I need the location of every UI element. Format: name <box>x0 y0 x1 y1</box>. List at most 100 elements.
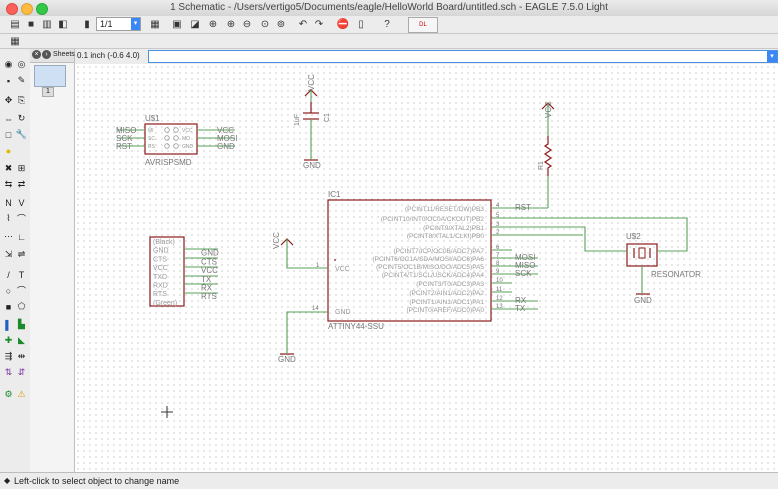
chevron-down-icon[interactable]: ▾ <box>767 51 777 62</box>
layer-settings-icon[interactable]: ▦ <box>150 18 160 30</box>
minimize-window-button[interactable] <box>21 3 33 15</box>
ic1-vcc-pin-label: VCC <box>335 266 350 273</box>
sheet-number: 1 <box>42 87 54 97</box>
polygon-icon[interactable]: ⬠ <box>17 301 26 311</box>
pinswap-icon[interactable]: ⇌ <box>17 249 26 259</box>
label-icon[interactable]: ◣ <box>18 335 25 345</box>
rotate-icon[interactable]: ↻ <box>17 113 26 123</box>
net-icon[interactable]: ▙ <box>18 319 25 329</box>
zoom-select-icon[interactable]: ⊙ <box>260 18 270 30</box>
help-icon[interactable]: ? <box>384 18 390 30</box>
schematic-canvas[interactable]: U$1 AVRISPSMD MISO SCK RST VCC MOSI GND … <box>75 64 778 472</box>
split-icon[interactable]: ⌒ <box>16 214 26 224</box>
ftdi-net-label: GND <box>201 249 219 258</box>
copy-icon[interactable]: ⎘ <box>17 95 26 105</box>
optimize-icon[interactable]: ⇲ <box>4 249 13 259</box>
invoke-icon[interactable]: ⋯ <box>4 231 13 241</box>
add-icon[interactable]: ⊞ <box>17 163 26 173</box>
close-sheets-icon[interactable]: × <box>32 50 41 59</box>
rect-icon[interactable]: ■ <box>5 301 12 312</box>
delete-icon[interactable]: ✖ <box>4 163 13 173</box>
open-icon[interactable]: ▤ <box>10 18 20 30</box>
display-icon[interactable]: ▪ <box>6 75 11 86</box>
group-icon[interactable]: □ <box>5 129 12 140</box>
sheet-select[interactable]: 1/1 ▾ <box>96 17 141 31</box>
bus-icon[interactable]: ▌ <box>5 319 12 330</box>
print-icon[interactable]: ▥ <box>42 18 52 30</box>
grid-toggle-icon[interactable]: ▦ <box>10 35 20 47</box>
u2-body[interactable] <box>626 243 658 267</box>
attribute-icon[interactable]: ⇶ <box>4 351 13 361</box>
erc-icon[interactable]: ⇅ <box>4 367 13 377</box>
junction-icon[interactable]: ✚ <box>4 335 13 345</box>
redo-icon[interactable]: ↷ <box>314 18 324 30</box>
ic1-value: ATTINY44-SSU <box>328 322 384 331</box>
show-icon[interactable]: ◎ <box>17 59 26 69</box>
ic1-pin-label: (PCINT9/XTAL2)PB1 <box>423 225 484 232</box>
board-icon[interactable]: ◪ <box>190 18 200 30</box>
ic1-net-label: RST <box>515 203 531 212</box>
change-icon[interactable]: 🔧 <box>15 129 28 139</box>
maximize-window-button[interactable] <box>36 3 48 15</box>
script-icon[interactable]: ▮ <box>84 18 90 30</box>
redraw-icon[interactable]: ⊚ <box>276 18 286 30</box>
grid-icon[interactable]: ▣ <box>172 18 182 30</box>
wire-icon[interactable]: / <box>7 269 10 280</box>
paste-icon[interactable]: ● <box>5 145 12 156</box>
ic1-pin-label: (PCINT8/XTAL1/CLKI)PB0 <box>407 233 485 240</box>
text-icon[interactable]: T <box>18 269 25 280</box>
warning-icon[interactable]: ⚠ <box>17 389 26 399</box>
ic1-pin-label: (PCINT5/OC1B/MISO/DO/ADC5)PA5 <box>376 264 484 271</box>
info-icon[interactable]: ◉ <box>4 59 13 69</box>
circle-icon[interactable]: ○ <box>5 285 12 296</box>
ftdi-net-label: CTS <box>201 257 217 266</box>
mark-icon[interactable]: ✎ <box>17 75 26 85</box>
miter-icon[interactable]: ∟ <box>17 231 26 242</box>
replace-icon[interactable]: ⇆ <box>4 179 13 189</box>
drc-icon[interactable]: ⚙ <box>4 389 13 399</box>
pin1-marker <box>334 259 336 261</box>
design-link-icon[interactable]: DL <box>408 17 438 33</box>
arc-icon[interactable]: ⌒ <box>16 286 26 296</box>
move-icon[interactable]: ✥ <box>4 95 13 105</box>
ftdi-pin-label: CTS <box>153 256 167 263</box>
ic1-net-label: SCK <box>515 269 532 278</box>
sheets-tab-label: Sheets <box>53 51 75 58</box>
undo-icon[interactable]: ↶ <box>298 18 308 30</box>
ic1-pin-number: 5 <box>496 213 500 219</box>
command-input[interactable]: ▾ <box>148 50 778 63</box>
close-window-button[interactable] <box>6 3 18 15</box>
sheet-nav-icon[interactable]: › <box>42 50 51 59</box>
stop-icon[interactable]: ⛔ <box>336 18 350 30</box>
zoom-out-icon[interactable]: ⊖ <box>242 18 252 30</box>
name-icon[interactable]: N <box>5 197 12 208</box>
r1-body[interactable] <box>543 136 553 176</box>
cam-icon[interactable]: ◧ <box>58 18 68 30</box>
ic1-pin-number: 3 <box>496 222 500 228</box>
ic1-pin-number: 4 <box>496 203 500 209</box>
sheets-tab[interactable]: × › Sheets <box>30 49 75 63</box>
smash-icon[interactable]: ⌇ <box>6 213 11 223</box>
save-icon[interactable]: ■ <box>27 18 35 30</box>
ic1-pin-number: 10 <box>496 278 503 284</box>
gateswap-icon[interactable]: ⇄ <box>17 179 26 189</box>
ic1-pin-number: 7 <box>496 253 500 259</box>
u1-pad-sc: SC <box>148 136 155 142</box>
u1-body[interactable] <box>144 123 198 155</box>
mirror-icon[interactable]: ⇔ <box>4 113 13 124</box>
dimension-icon[interactable]: ⇹ <box>17 351 26 361</box>
ic1-net-label: MISO <box>515 261 535 270</box>
zoom-fit-icon[interactable]: ⊕ <box>208 18 218 30</box>
ftdi-body[interactable] <box>149 236 185 307</box>
value-icon[interactable]: V <box>18 197 25 208</box>
ic1-body[interactable] <box>327 199 492 322</box>
u1-pad-vcc: VCC <box>182 128 193 134</box>
u1-pad-mi: MI <box>148 128 154 134</box>
ic1-pin-label: (PCINT7/ICP/OC0B/ADC7)PA7 <box>393 248 484 255</box>
sheet-thumbnail[interactable] <box>34 65 66 87</box>
command-panel: ◉ ◎ ▪ ✎ ✥ ⎘ ⇔ ↻ □ 🔧 ● ✖ ⊞ ⇆ ⇄ N V ⌇ ⌒ ⋯ … <box>0 49 31 472</box>
zoom-in-icon[interactable]: ⊕ <box>226 18 236 30</box>
frame-icon[interactable]: ⇵ <box>17 367 26 377</box>
go-icon[interactable]: ▯ <box>358 18 364 30</box>
